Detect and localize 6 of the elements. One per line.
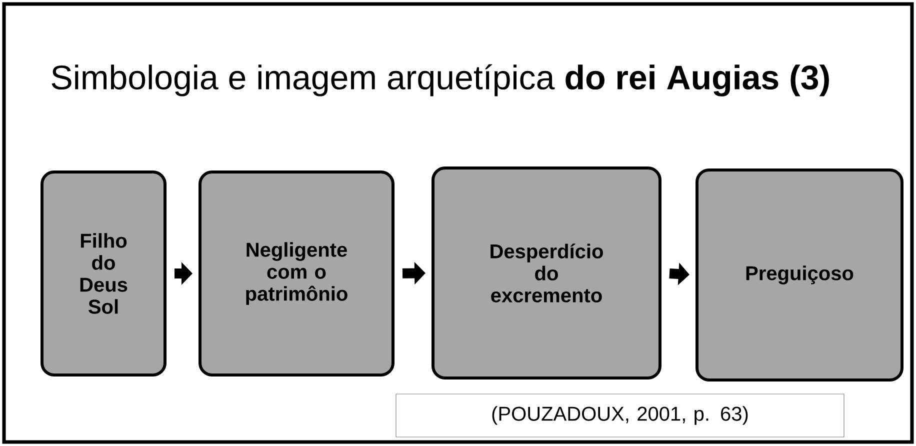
step-box: Desperdício do excremento — [432, 166, 662, 380]
step-box: Negligente com o patrimônio — [198, 170, 394, 376]
step-box: Filho do Deus Sol — [40, 170, 166, 376]
title: Simbologia e imagem arquetípica do rei Augias (3) — [52, 64, 829, 96]
citation-box: (POUZADOUX, 2001, p. 63) — [396, 394, 844, 438]
step-box: Preguiçoso — [696, 168, 904, 382]
